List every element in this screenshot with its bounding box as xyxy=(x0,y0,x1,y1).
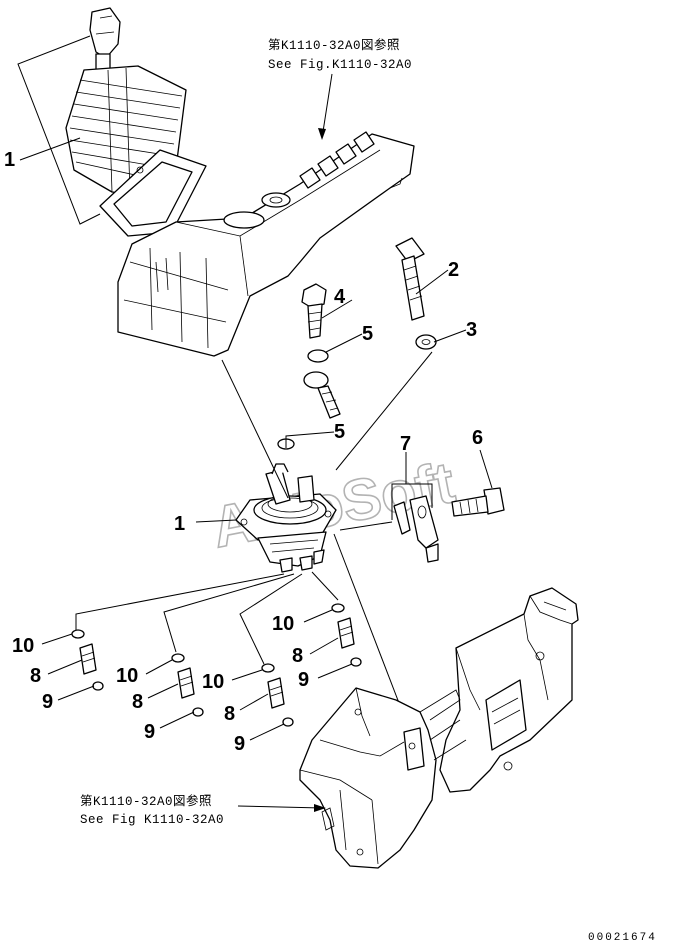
callout-oring-a: 10 xyxy=(12,635,34,657)
oring-icon xyxy=(261,663,275,673)
bracket-leader xyxy=(339,521,393,531)
pilot-valve-icon xyxy=(235,463,337,573)
callout-oring-b: 10 xyxy=(116,665,138,687)
ref-bottom-arrow xyxy=(237,805,323,809)
bolt-icon xyxy=(301,283,327,339)
bushing-icon xyxy=(303,371,341,419)
seal-icon xyxy=(350,657,362,667)
callout-seal-d: 9 xyxy=(298,669,309,691)
callout-seal-b: 9 xyxy=(144,721,155,743)
ref-top-en: See Fig.K1110-32A0 xyxy=(268,58,412,72)
seal-icon xyxy=(192,707,204,717)
console-to-valve-line xyxy=(221,359,289,499)
drawing-code: 00021674 xyxy=(588,932,657,944)
valve-to-frame-line xyxy=(333,533,405,717)
callout-washer-lower: 5 xyxy=(334,421,345,443)
callout-numbers: 1 2 3 4 5 5 6 7 1 10 8 9 10 8 9 10 8 9 1… xyxy=(4,149,483,755)
bolt-icon xyxy=(451,449,505,517)
callout-valve: 1 xyxy=(174,513,185,535)
callout-bolt-left: 4 xyxy=(334,286,346,308)
callout-bolt-bracket: 6 xyxy=(472,427,483,449)
callout-nipple-b: 8 xyxy=(132,691,143,713)
callout-nipple-c: 8 xyxy=(224,703,235,725)
callout-lever: 1 xyxy=(4,149,15,171)
nipple-icon xyxy=(177,667,195,699)
port-callout-lines xyxy=(41,609,353,741)
callout-bracket: 7 xyxy=(400,433,411,455)
callout-bolt-right: 2 xyxy=(448,259,459,281)
callout-oring-c: 10 xyxy=(202,671,224,693)
armrest-console-icon xyxy=(117,131,415,357)
ref-top-arrowhead xyxy=(318,128,326,140)
ref-bottom-jp: 第K1110-32A0図参照 xyxy=(80,793,212,809)
valve-leader xyxy=(195,519,237,523)
ref-bottom-en: See Fig K1110-32A0 xyxy=(80,813,224,827)
nipple-icon xyxy=(337,617,355,649)
bracket-icon xyxy=(391,452,439,563)
ref-bottom-arrowhead xyxy=(314,804,326,812)
callout-nipple-d: 8 xyxy=(292,645,303,667)
port-leader-lines xyxy=(75,571,339,665)
fastener-callout-lines xyxy=(285,269,467,471)
callout-washer-upper: 5 xyxy=(362,323,373,345)
ref-top-arrow xyxy=(321,73,333,139)
washer-icon xyxy=(415,334,437,350)
oring-icon xyxy=(331,603,345,613)
bolt-icon xyxy=(395,237,425,321)
seal-icon xyxy=(92,681,104,691)
seal-icon xyxy=(282,717,294,727)
callout-washer-right: 3 xyxy=(466,319,477,341)
oring-icon xyxy=(171,653,185,663)
boot-bezel-icon xyxy=(99,149,207,237)
callout-seal-c: 9 xyxy=(234,733,245,755)
nipple-icon xyxy=(267,677,285,709)
console-frame-icon xyxy=(299,587,579,869)
washer-icon xyxy=(307,349,329,363)
nipple-icon xyxy=(79,643,97,675)
ref-top-jp: 第K1110-32A0図参照 xyxy=(268,37,400,53)
lever-callout-lines xyxy=(17,35,101,225)
oring-icon xyxy=(71,629,85,639)
callout-nipple-a: 8 xyxy=(30,665,41,687)
callout-oring-d: 10 xyxy=(272,613,294,635)
callout-seal-a: 9 xyxy=(42,691,53,713)
